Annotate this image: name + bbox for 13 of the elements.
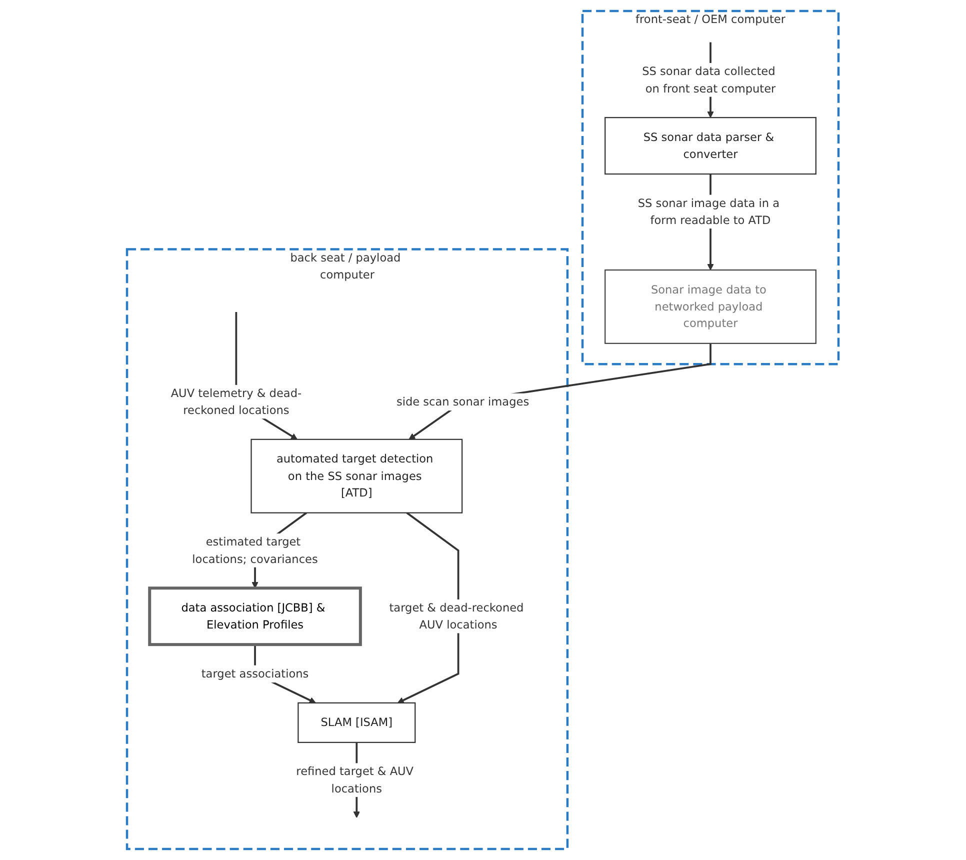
edge-label: SS sonar data collected on front seat computer [642,64,776,95]
edge-label: target & dead-reckoned AUV locations [389,600,524,632]
node-box: Sonar image data to networked payload computer [604,269,817,344]
node-box: SLAM [ISAM] [298,702,416,743]
node-box: SS sonar data parser & converter [604,117,817,175]
edge-label: side scan sonar images [396,394,530,408]
edge-label: target associations [202,666,309,680]
edge-label: estimated target locations; covariances [192,535,318,566]
edge-label: refined target & AUV locations [296,764,414,796]
edge-label: AUV telemetry & dead-reckoned locations [171,386,302,417]
edge-label: SS sonar image data in a form readable to ATD [638,196,780,227]
node-box: automated target detection on the SS sonar images [ATD] [250,438,463,514]
node-box: data association [JCBB] & Elevation Profiles [148,586,362,646]
